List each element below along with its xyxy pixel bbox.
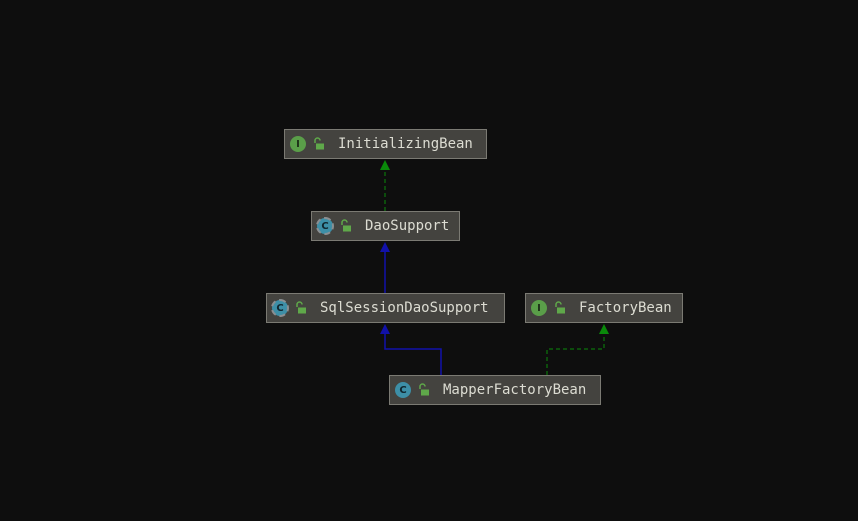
node-factorybean[interactable]: I FactoryBean [525,293,683,323]
edge-mapperfactorybean-extends-sqlsessiondaosupport [380,324,442,375]
abstract-class-icon: C [316,217,334,235]
unlocked-padlock-icon [296,301,306,314]
node-sqlsessiondaosupport[interactable]: C SqlSessionDaoSupport [266,293,505,323]
node-mapperfactorybean[interactable]: C MapperFactoryBean [389,375,601,405]
unlocked-padlock-icon [341,219,351,232]
interface-icon: I [290,136,306,152]
node-daosupport[interactable]: C DaoSupport [311,211,460,241]
unlocked-padlock-icon [555,301,565,314]
class-icon: C [395,382,411,398]
interface-icon: I [531,300,547,316]
node-label: MapperFactoryBean [443,382,587,398]
node-label: SqlSessionDaoSupport [320,300,489,316]
node-initializingbean[interactable]: I InitializingBean [284,129,487,159]
node-label: FactoryBean [579,300,672,316]
node-label: InitializingBean [338,136,473,152]
abstract-class-icon: C [271,299,289,317]
node-label: DaoSupport [365,218,450,234]
edge-mapperfactorybean-implements-factorybean [546,324,609,375]
unlocked-padlock-icon [419,383,429,396]
unlocked-padlock-icon [314,137,324,150]
